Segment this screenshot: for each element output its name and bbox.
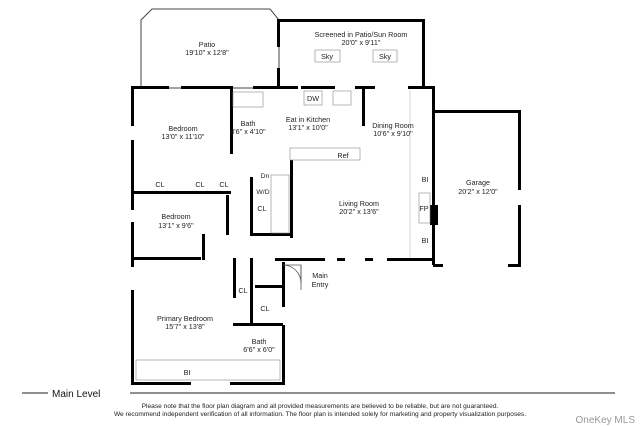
disclaimer-line-1: Please note that the floor plan diagram …: [142, 403, 499, 410]
dining-name: Dining Room: [372, 121, 414, 130]
closet-label: CL: [260, 304, 269, 313]
closet-label: CL: [219, 180, 228, 189]
bedroom2-size: 13'1" x 9'6": [158, 221, 194, 230]
bedroom2-name: Bedroom: [161, 212, 190, 221]
sun-room-name: Screened in Patio/Sun Room: [315, 30, 408, 39]
bedroom1-size: 13'0" x 11'10": [162, 132, 205, 141]
ref-label: Ref: [337, 151, 348, 160]
sky-label: Sky: [321, 52, 333, 61]
patio-name: Patio: [199, 40, 215, 49]
closet-label: CL: [257, 204, 266, 213]
main-entry-label: Entry: [312, 280, 329, 289]
sky-label: Sky: [379, 52, 391, 61]
closet-label: CL: [238, 286, 247, 295]
bedroom1-name: Bedroom: [168, 124, 197, 133]
level-label: Main Level: [52, 389, 100, 400]
fireplace: [418, 192, 431, 224]
closet-label: CL: [195, 180, 204, 189]
dishwasher: [303, 90, 323, 106]
patio-size: 19'10" x 12'8": [185, 48, 229, 57]
bath2-name: Bath: [252, 337, 267, 346]
bath1-name: Bath: [241, 119, 256, 128]
disclaimer-line-2: We recommend independent verification of…: [114, 411, 526, 418]
bathtub: [232, 91, 264, 108]
living-name: Living Room: [339, 199, 379, 208]
sun-room-size: 20'0" x 9'11": [342, 38, 381, 47]
primary-size: 15'7" x 13'8": [165, 322, 205, 331]
built-in-label: BI: [422, 175, 429, 184]
primary-name: Primary Bedroom: [157, 314, 213, 323]
skylight-1: [314, 49, 341, 63]
watermark: OneKey MLS: [576, 415, 636, 426]
dining-size: 10'6" x 9'10": [373, 129, 413, 138]
skylight-2: [372, 49, 398, 63]
kitchen-counter: [289, 147, 361, 161]
kitchen-size: 13'1" x 10'0": [288, 123, 328, 132]
garage-walls: [433, 110, 521, 267]
built-in-label: BI: [184, 368, 191, 377]
washer-dryer-label: W/D: [256, 189, 269, 196]
living-size: 20'2" x 13'6": [339, 207, 379, 216]
garage-size: 20'2" x 12'0": [458, 187, 498, 196]
down-stairs-label: Dn: [261, 173, 270, 180]
fireplace-label: FP: [419, 204, 428, 213]
sun-room-walls: [277, 19, 425, 89]
bath2-size: 6'6" x 6'0": [243, 345, 275, 354]
stairs: [270, 174, 290, 234]
built-in: [135, 359, 281, 381]
garage-name: Garage: [466, 178, 490, 187]
closet-label: CL: [155, 180, 164, 189]
dw-label: DW: [307, 94, 319, 103]
main-entry-door: [282, 264, 302, 284]
house-walls: [131, 86, 438, 385]
sink: [332, 90, 352, 106]
main-entry-label: Main: [312, 271, 328, 280]
bath1-size: 8'6" x 4'10": [230, 127, 266, 136]
kitchen-name: Eat in Kitchen: [286, 115, 330, 124]
built-in-label: BI: [422, 236, 429, 245]
